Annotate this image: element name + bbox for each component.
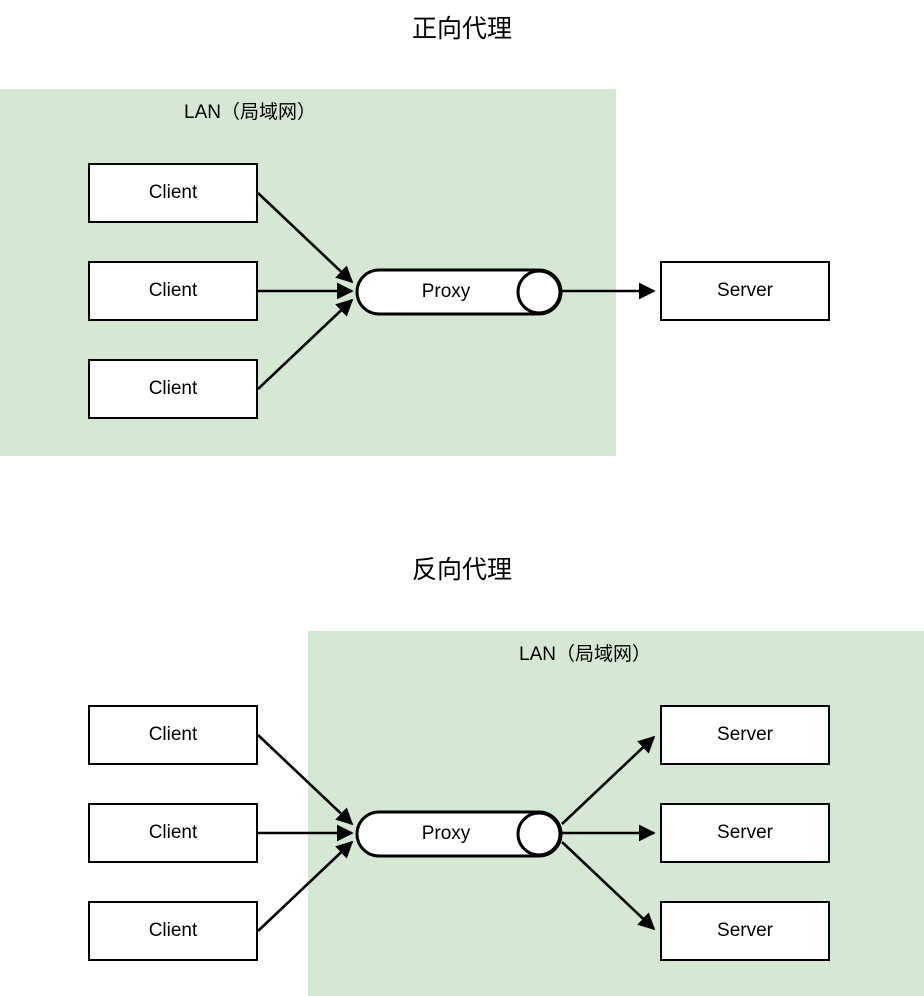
reverse-proxy-shape[interactable]: [355, 810, 564, 858]
reverse-client-3[interactable]: Client: [88, 901, 258, 961]
node-label: Server: [717, 280, 773, 301]
node-label: Client: [148, 378, 198, 399]
reverse-client-1[interactable]: Client: [88, 705, 258, 765]
node-label: Client: [148, 724, 198, 745]
reverse-server-2[interactable]: Server: [660, 803, 830, 863]
node-label: Server: [717, 920, 773, 941]
forward-proxy-label: Proxy: [421, 281, 471, 302]
reverse-proxy-label: Proxy: [421, 823, 471, 844]
forward-server-1[interactable]: Server: [660, 261, 830, 321]
node-label: Server: [717, 724, 773, 745]
forward-proxy-title: 正向代理: [411, 15, 512, 43]
forward-client-1[interactable]: Client: [88, 163, 258, 223]
reverse-server-3[interactable]: Server: [660, 901, 830, 961]
reverse-proxy-title: 反向代理: [411, 556, 512, 584]
node-label: Client: [148, 280, 198, 301]
reverse-lan-label: LAN（局域网）: [519, 644, 651, 665]
node-label: Client: [148, 182, 198, 203]
reverse-server-1[interactable]: Server: [660, 705, 830, 765]
forward-client-3[interactable]: Client: [88, 359, 258, 419]
forward-lan-label: LAN（局域网）: [184, 102, 316, 123]
node-label: Server: [717, 822, 773, 843]
forward-client-2[interactable]: Client: [88, 261, 258, 321]
node-label: Client: [148, 822, 198, 843]
node-label: Client: [148, 920, 198, 941]
forward-proxy-shape[interactable]: [355, 268, 564, 316]
reverse-client-2[interactable]: Client: [88, 803, 258, 863]
